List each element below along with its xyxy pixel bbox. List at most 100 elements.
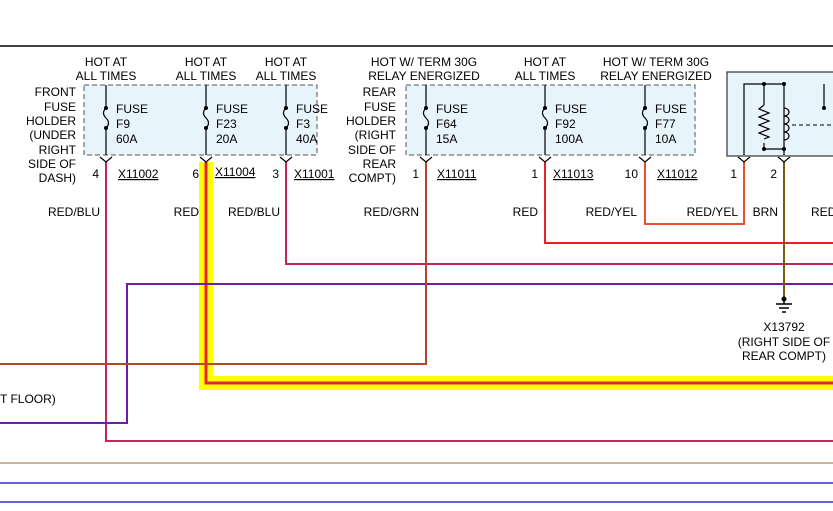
- ground-x13792[interactable]: X13792 (RIGHT SIDE OF REAR COMPT): [738, 296, 830, 364]
- svg-text:FUSE: FUSE: [436, 102, 468, 116]
- connector-x11001-symbol-icon: [279, 156, 293, 163]
- wire-label-relay-red: RED: [811, 205, 833, 219]
- fuse-f23[interactable]: HOT AT ALL TIMES FUSE F23 20A 6 X11004 R…: [174, 55, 256, 219]
- svg-text:ALL TIMES: ALL TIMES: [515, 69, 576, 83]
- svg-text:15A: 15A: [436, 132, 457, 146]
- svg-text:HOT W/ TERM 30G: HOT W/ TERM 30G: [603, 55, 709, 69]
- fuse-f23-symbol-icon: [202, 85, 210, 155]
- svg-text:HOT W/ TERM 30G: HOT W/ TERM 30G: [371, 55, 477, 69]
- wire-violet[interactable]: [0, 283, 833, 424]
- svg-text:10A: 10A: [655, 132, 676, 146]
- fuse-f9-hot-line2: ALL TIMES: [76, 69, 137, 83]
- connector-x11004: X11004: [215, 165, 256, 179]
- svg-text:HOT AT: HOT AT: [265, 55, 308, 69]
- svg-text:F3: F3: [296, 117, 310, 131]
- svg-text:COMPT): COMPT): [349, 171, 396, 185]
- connector-x11012: X11012: [657, 167, 698, 181]
- svg-text:F92: F92: [555, 117, 576, 131]
- svg-text:HOT AT: HOT AT: [185, 55, 228, 69]
- connector-x11002-symbol-icon: [99, 156, 113, 163]
- relay[interactable]: 1 2 RED/YEL BRN RED: [687, 71, 833, 219]
- wire-f77-red-yel[interactable]: [644, 162, 745, 225]
- rear-fuse-holder-label: REAR FUSE HOLDER (RIGHT SIDE OF REAR COM…: [346, 85, 397, 185]
- svg-text:1: 1: [730, 167, 737, 181]
- fuse-f9-symbol-icon: [102, 85, 110, 155]
- wire-label-f23: RED: [174, 205, 200, 219]
- connector-x11011: X11011: [437, 167, 477, 181]
- connector-x11013-symbol-icon: [538, 156, 552, 163]
- fuse-f64-symbol-icon: [422, 85, 430, 155]
- svg-text:20A: 20A: [216, 132, 237, 146]
- left-floor-label: T FLOOR): [0, 392, 56, 406]
- relay-winding-icon: [783, 107, 790, 141]
- relay-resistor-icon: [757, 104, 771, 140]
- svg-text:RELAY ENERGIZED: RELAY ENERGIZED: [368, 69, 480, 83]
- wire-f23-red-highlighted[interactable]: [199, 162, 833, 390]
- fuse-f9-hot-line1: HOT AT: [85, 55, 128, 69]
- svg-text:60A: 60A: [116, 132, 137, 146]
- svg-text:F23: F23: [216, 117, 237, 131]
- svg-text:2: 2: [770, 167, 777, 181]
- svg-text:HOLDER: HOLDER: [26, 114, 76, 128]
- svg-text:FUSE: FUSE: [216, 102, 248, 116]
- connector-x11011-symbol-icon: [419, 156, 433, 163]
- svg-text:40A: 40A: [296, 132, 317, 146]
- wire-label-f92: RED: [513, 205, 539, 219]
- svg-text:REAR: REAR: [363, 157, 397, 171]
- relay-pin1-connector-icon: [737, 156, 751, 163]
- svg-text:SIDE OF: SIDE OF: [348, 143, 396, 157]
- svg-text:HOT AT: HOT AT: [524, 55, 567, 69]
- svg-text:10: 10: [625, 167, 639, 181]
- svg-text:(RIGHT SIDE OF: (RIGHT SIDE OF: [738, 335, 830, 349]
- wire-label-relay-brn: BRN: [753, 205, 778, 219]
- connector-x11012-symbol-icon: [638, 156, 652, 163]
- relay-box: [726, 71, 833, 157]
- svg-text:RIGHT: RIGHT: [39, 143, 77, 157]
- connector-x11004-symbol-icon: [199, 156, 213, 163]
- wire-label-f3: RED/BLU: [228, 205, 280, 219]
- svg-text:HOLDER: HOLDER: [346, 114, 396, 128]
- fuse-f92-symbol-icon: [541, 85, 549, 155]
- svg-text:FUSE: FUSE: [364, 100, 396, 114]
- front-fuse-holder-label: FRONT FUSE HOLDER (UNDER RIGHT SIDE OF D…: [26, 85, 77, 185]
- wire-f9-red-blu[interactable]: [105, 162, 833, 442]
- svg-text:DASH): DASH): [39, 171, 76, 185]
- wire-f64-red-grn[interactable]: [0, 162, 427, 365]
- wire-label-f77: RED/YEL: [586, 205, 638, 219]
- fuse-f64[interactable]: HOT W/ TERM 30G RELAY ENERGIZED FUSE F64…: [364, 55, 480, 219]
- wire-f92-red[interactable]: [544, 162, 833, 244]
- fuse-f9[interactable]: HOT AT ALL TIMES FUSE F9 60A 4 X11002 RE…: [48, 55, 159, 219]
- svg-text:FUSE: FUSE: [555, 102, 587, 116]
- svg-text:REAR COMPT): REAR COMPT): [742, 349, 826, 363]
- svg-text:FUSE: FUSE: [44, 100, 76, 114]
- svg-text:RELAY ENERGIZED: RELAY ENERGIZED: [600, 69, 712, 83]
- wire-label-f64: RED/GRN: [364, 205, 419, 219]
- svg-text:FRONT: FRONT: [35, 85, 77, 99]
- svg-text:F77: F77: [655, 117, 676, 131]
- ground-icon: [776, 299, 792, 313]
- fuse-f3-symbol-icon: [282, 85, 290, 155]
- svg-text:F9: F9: [116, 117, 130, 131]
- wire-label-f9: RED/BLU: [48, 205, 100, 219]
- svg-text:X13792: X13792: [763, 320, 805, 334]
- svg-text:ALL TIMES: ALL TIMES: [256, 69, 317, 83]
- fuse-f92[interactable]: HOT AT ALL TIMES FUSE F92 100A 1 X11013 …: [513, 55, 594, 219]
- svg-text:(UNDER: (UNDER: [29, 128, 76, 142]
- connector-x11001: X11001: [294, 167, 335, 181]
- svg-text:FUSE: FUSE: [655, 102, 687, 116]
- connector-x11013: X11013: [553, 167, 594, 181]
- svg-text:3: 3: [272, 167, 279, 181]
- svg-text:100A: 100A: [555, 132, 583, 146]
- wire-f3-red-blu[interactable]: [285, 162, 833, 265]
- fuse-f77-symbol-icon: [641, 85, 649, 155]
- svg-text:FUSE: FUSE: [116, 102, 148, 116]
- svg-text:1: 1: [531, 167, 538, 181]
- svg-text:4: 4: [92, 167, 99, 181]
- svg-text:1: 1: [412, 167, 419, 181]
- fuse-f77[interactable]: HOT W/ TERM 30G RELAY ENERGIZED FUSE F77…: [586, 55, 712, 219]
- relay-pin2-connector-icon: [777, 156, 791, 163]
- fuse-f3[interactable]: HOT AT ALL TIMES FUSE F3 40A 3 X11001 RE…: [228, 55, 335, 219]
- svg-text:SIDE OF: SIDE OF: [28, 157, 76, 171]
- wire-label-relay-red-yel: RED/YEL: [687, 205, 739, 219]
